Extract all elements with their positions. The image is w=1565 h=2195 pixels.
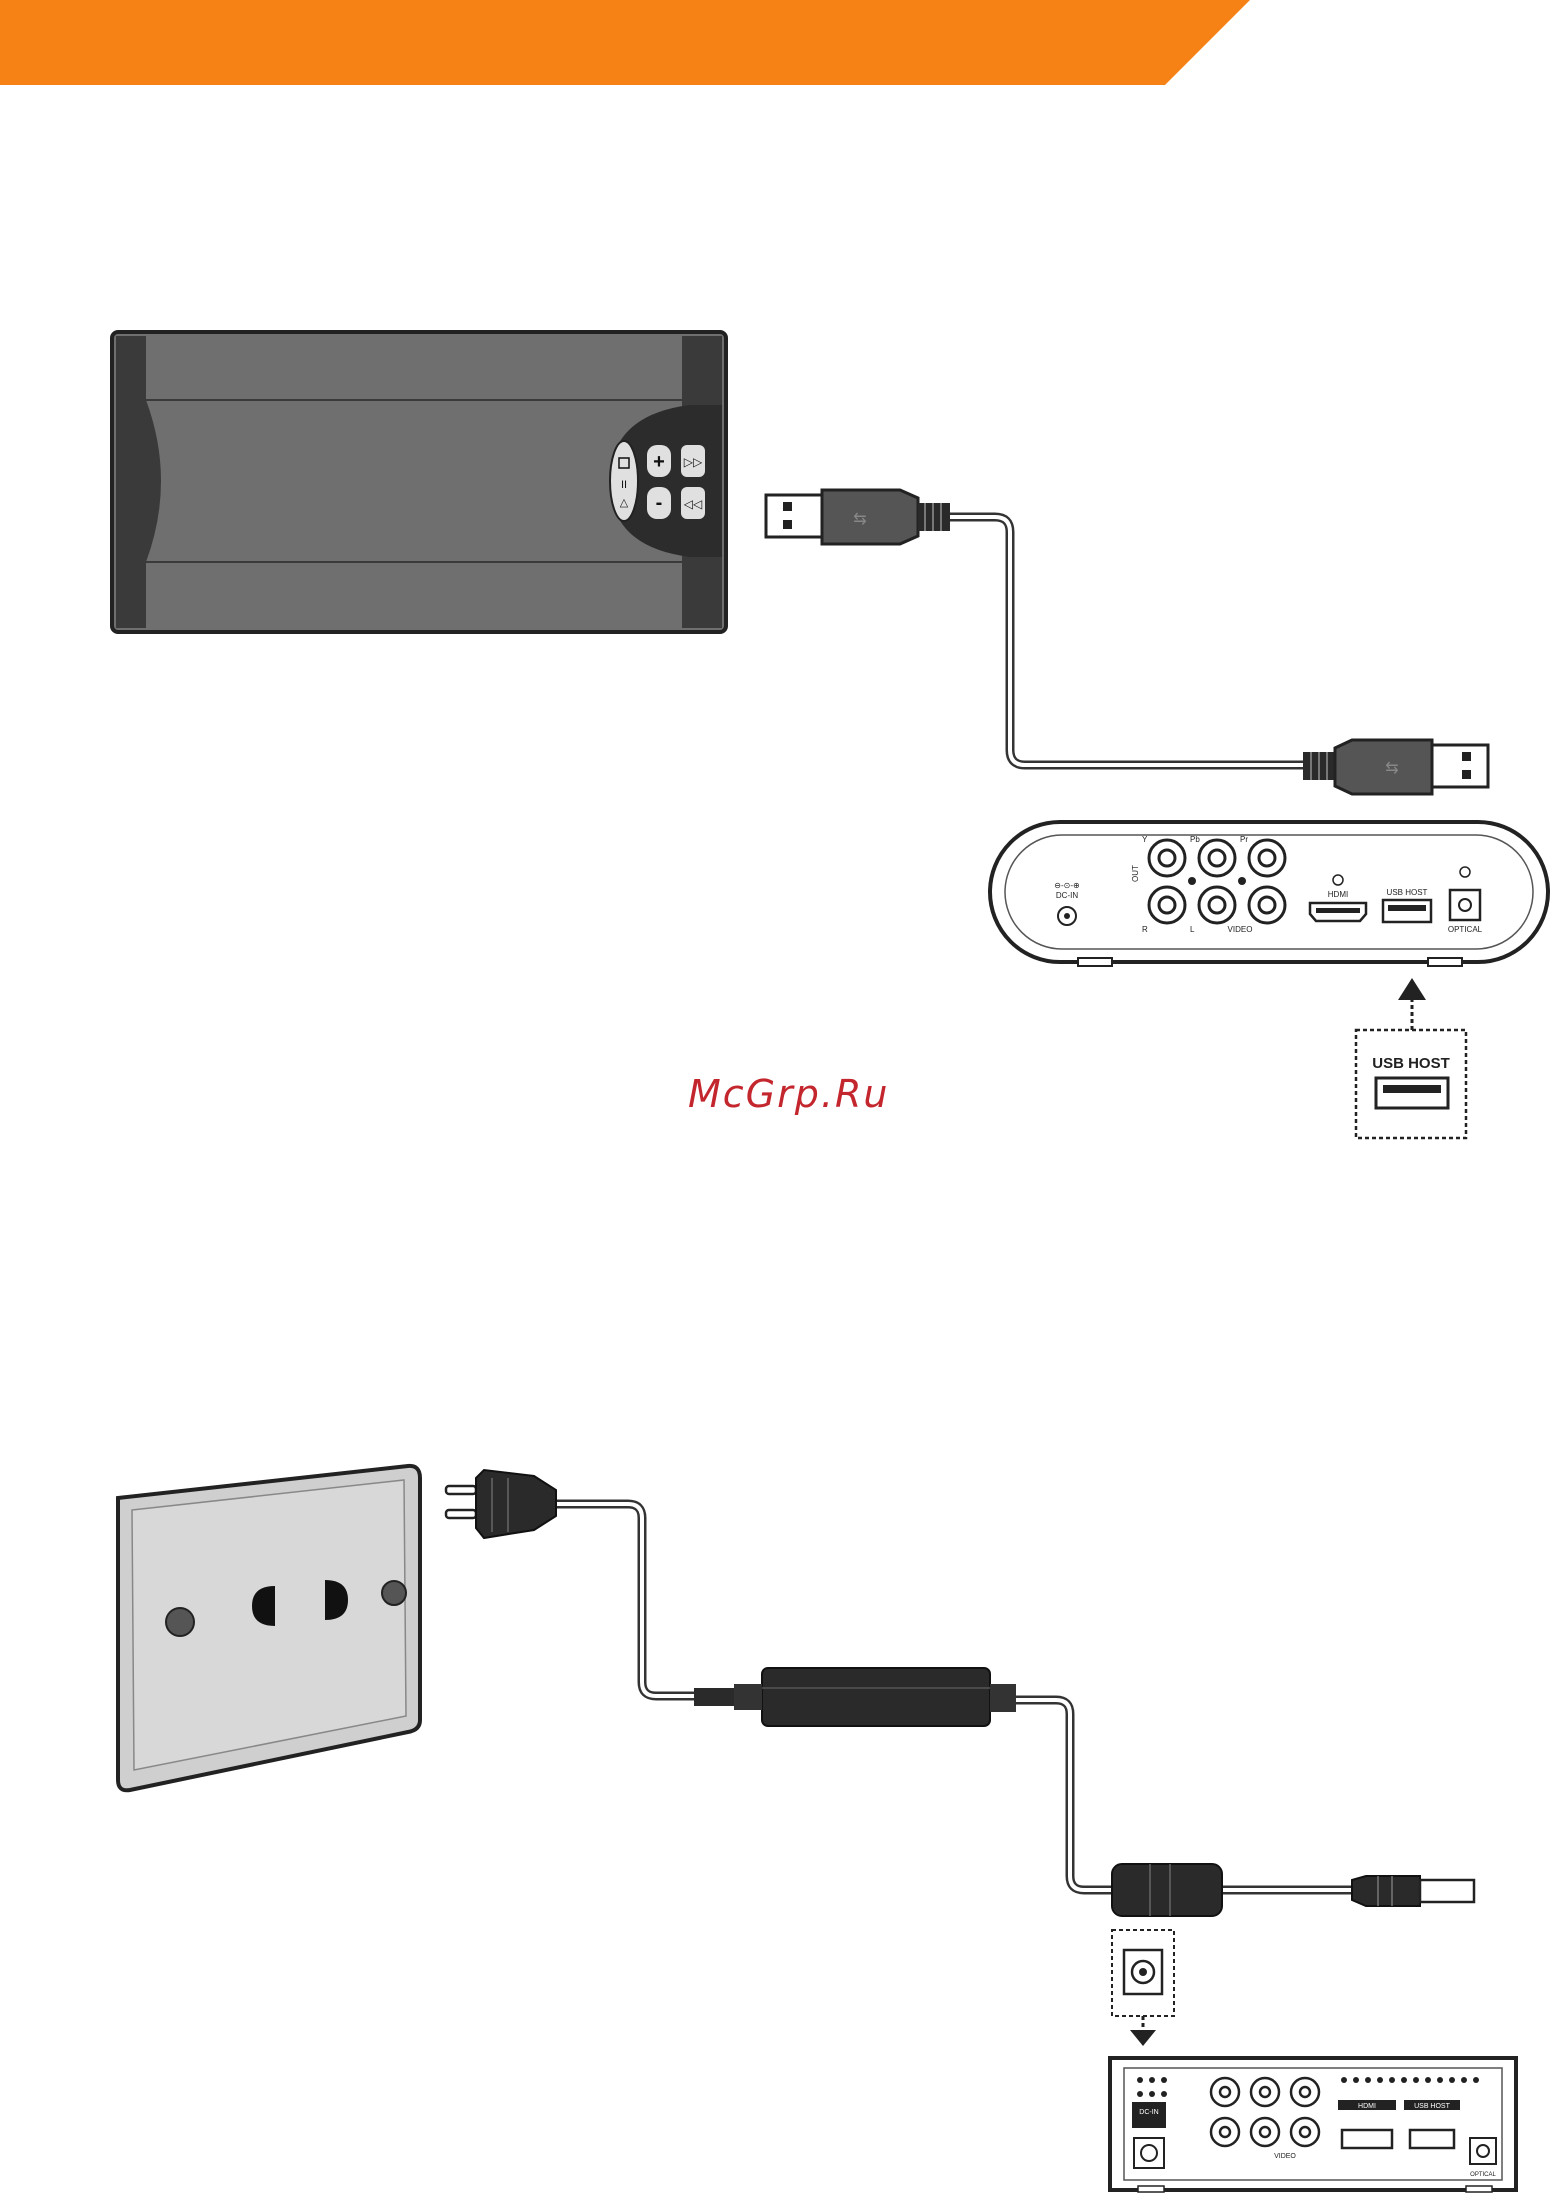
media-player-rear-panel-power: DC-IN VIDEO HDMI USB HOST OPTICAL — [1110, 2058, 1516, 2192]
mains-plug — [446, 1470, 556, 1538]
wall-socket — [118, 1466, 420, 1790]
socket-screw-left — [166, 1608, 194, 1636]
dc-in-callout — [1112, 1930, 1174, 2046]
label-dc-in-2: DC-IN — [1139, 2109, 1158, 2116]
usb-host-port-2 — [1410, 2130, 1454, 2148]
power-adapter — [694, 1668, 1016, 1726]
socket-screw-right — [382, 1581, 406, 1605]
label-video-2: VIDEO — [1274, 2153, 1296, 2160]
label-optical-2: OPTICAL — [1470, 2172, 1496, 2178]
label-usb-host-2: USB HOST — [1414, 2103, 1451, 2110]
hdmi-port-2 — [1342, 2130, 1392, 2148]
label-hdmi-2: HDMI — [1358, 2103, 1376, 2110]
